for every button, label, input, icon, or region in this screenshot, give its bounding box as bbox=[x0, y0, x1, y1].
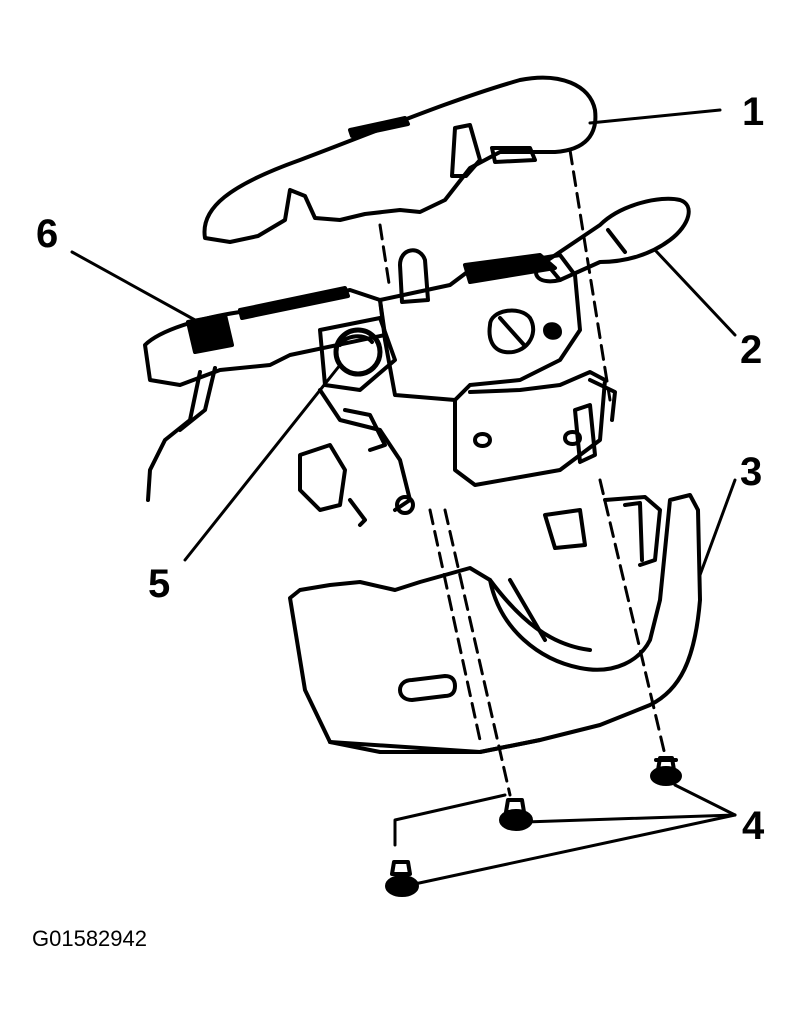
leader-1 bbox=[588, 108, 722, 125]
steering-column-housing bbox=[378, 248, 617, 487]
callout-3: 3 bbox=[740, 450, 763, 494]
leader-2 bbox=[653, 248, 737, 337]
leader-4c bbox=[408, 813, 737, 887]
leader-lines bbox=[70, 108, 737, 887]
callout-1: 1 bbox=[742, 90, 765, 134]
screw-c bbox=[385, 860, 419, 897]
leader-4b bbox=[523, 813, 737, 824]
screw-b bbox=[499, 798, 533, 831]
alignment-lines bbox=[378, 148, 667, 797]
leader-4a bbox=[673, 783, 737, 817]
ignition-lock-cylinder bbox=[298, 316, 415, 527]
callout-2: 2 bbox=[740, 328, 763, 372]
callout-6: 6 bbox=[36, 212, 59, 256]
turn-signal-lever bbox=[534, 196, 691, 284]
callout-4: 4 bbox=[742, 804, 765, 848]
key-lock-switch bbox=[143, 286, 387, 502]
figure-code: G01582942 bbox=[32, 926, 147, 951]
upper-shroud bbox=[202, 75, 598, 244]
screws bbox=[385, 756, 682, 897]
callout-5: 5 bbox=[148, 562, 171, 606]
lower-shroud bbox=[288, 493, 702, 754]
leader-3 bbox=[698, 478, 737, 577]
screw-a bbox=[650, 756, 682, 786]
leader-6 bbox=[70, 250, 197, 322]
leader-5 bbox=[183, 363, 342, 562]
